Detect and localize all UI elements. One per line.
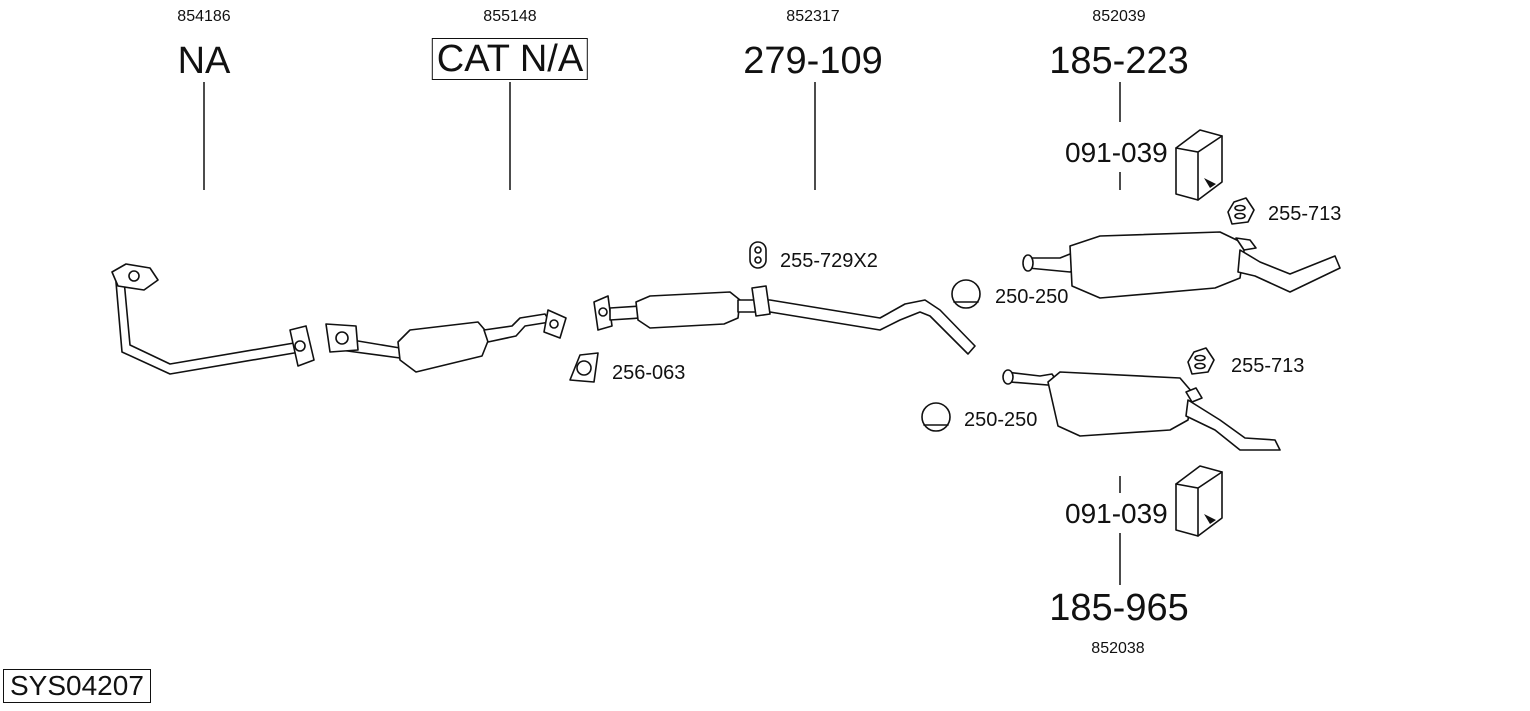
rear-muffler-upper-part[interactable] bbox=[1022, 231, 1341, 299]
hanger-upper-label[interactable]: 255-713 bbox=[1268, 203, 1342, 225]
part-code-label[interactable]: 185-965 bbox=[1049, 587, 1189, 629]
part-number-label: 854186 bbox=[177, 8, 231, 25]
catalytic-converter-part[interactable] bbox=[325, 309, 567, 373]
mounting-kit-box-icon[interactable] bbox=[1175, 465, 1223, 537]
clamp-lower-label[interactable]: 250-250 bbox=[964, 409, 1038, 431]
center-muffler-part[interactable] bbox=[593, 285, 976, 355]
part-number-label: 852039 bbox=[1092, 8, 1146, 25]
mounting-kit-label[interactable]: 091-039 bbox=[1065, 498, 1168, 529]
mounting-kit-box-icon[interactable] bbox=[1175, 129, 1223, 201]
hanger-lower-label[interactable]: 255-713 bbox=[1231, 355, 1305, 377]
part-number-label: 855148 bbox=[483, 8, 537, 25]
hanger-mid-part[interactable] bbox=[749, 241, 767, 269]
front-pipe-part[interactable] bbox=[111, 263, 315, 375]
part-code-label[interactable]: 279-109 bbox=[743, 40, 883, 82]
mounting-kit-label[interactable]: 091-039 bbox=[1065, 137, 1168, 168]
clamp-upper-label[interactable]: 250-250 bbox=[995, 286, 1069, 308]
clamp-upper-part[interactable] bbox=[951, 279, 981, 309]
part-code-label-boxed[interactable]: CAT N/A bbox=[431, 38, 589, 80]
hanger-lower-part[interactable] bbox=[1187, 347, 1215, 375]
gasket-label[interactable]: 256-063 bbox=[612, 362, 686, 384]
part-number-label: 852317 bbox=[786, 8, 840, 25]
part-code-label[interactable]: NA bbox=[177, 40, 231, 82]
hanger-upper-part[interactable] bbox=[1227, 197, 1255, 225]
hanger-mid-label[interactable]: 255-729X2 bbox=[780, 250, 878, 272]
gasket-part[interactable] bbox=[569, 352, 599, 383]
clamp-lower-part[interactable] bbox=[921, 402, 951, 432]
part-code-label[interactable]: 185-223 bbox=[1049, 40, 1189, 82]
rear-muffler-lower-part[interactable] bbox=[1002, 369, 1281, 451]
system-id-label: SYS04207 bbox=[3, 669, 151, 703]
part-number-label: 852038 bbox=[1091, 640, 1145, 657]
